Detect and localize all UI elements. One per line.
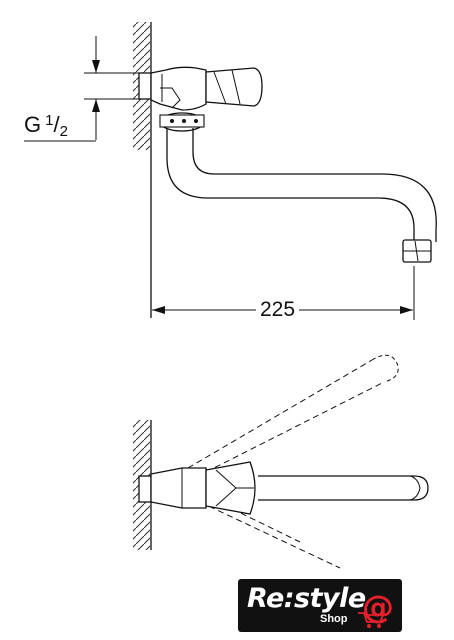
swivel-dot-2	[182, 119, 186, 123]
handle-rib-2	[231, 69, 241, 105]
swing-tip-dashed	[371, 354, 399, 383]
projection-arrow-right	[400, 306, 413, 314]
logo-sub-text: Shop	[320, 613, 348, 625]
swivel-dot-1	[170, 119, 174, 123]
valve-body	[150, 66, 207, 111]
handle-top-rib	[215, 469, 237, 489]
spout-top	[258, 475, 429, 501]
handle-top	[205, 461, 256, 515]
swing-outline-dashed-upper-2	[205, 381, 385, 473]
swivel-dot-3	[194, 119, 198, 123]
wall-connector-top	[138, 475, 152, 503]
projection-arrow-left	[152, 306, 165, 314]
thread-arrow-head-bottom	[92, 99, 100, 112]
thread-slash: /	[53, 112, 60, 137]
wall-connector	[138, 72, 152, 100]
thread-arrow-head-top	[92, 60, 100, 73]
logo-at-symbol: @	[362, 588, 394, 626]
handle	[205, 67, 263, 107]
swing-outline-dashed-upper	[187, 359, 373, 469]
handle-rib	[213, 71, 227, 105]
projection-dimension-label: 225	[256, 298, 300, 322]
logo-main-text: Re:style	[247, 583, 366, 614]
valve-body-top	[150, 467, 207, 509]
side-view	[24, 22, 437, 320]
valve-body-detail	[160, 87, 181, 109]
aerator-line-2	[414, 240, 419, 262]
top-view	[133, 354, 429, 569]
shopping-cart-icon	[358, 612, 385, 628]
spout-pipe-inner	[192, 128, 437, 242]
thread-prefix: G	[24, 112, 42, 137]
spout-top-tip	[409, 475, 421, 501]
thread-denominator: 2	[59, 123, 68, 140]
thread-numerator: 1	[45, 112, 54, 129]
swing-outline-dashed-lower	[199, 501, 341, 569]
restyle-shop-logo: Re:style Shop @	[238, 579, 402, 632]
handle-top-rib-2	[215, 487, 237, 507]
spout-pipe-outer	[166, 128, 415, 242]
